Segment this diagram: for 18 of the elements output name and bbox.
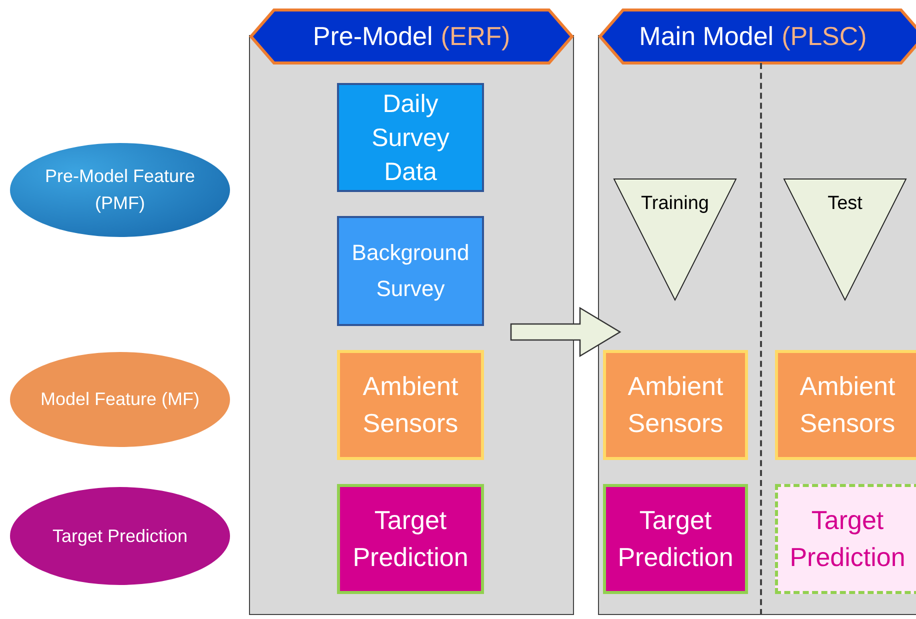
triangle-label: Test xyxy=(828,192,862,216)
target-box: Target Prediction xyxy=(603,484,748,594)
feature-ellipse: Target Prediction xyxy=(10,487,230,585)
sensor-box: Ambient Sensors xyxy=(603,350,748,460)
block-arrow xyxy=(510,306,622,358)
panel-title: Main Model xyxy=(639,20,774,53)
panel-title: (ERF) xyxy=(440,20,510,53)
sensor-box: Ambient Sensors xyxy=(775,350,916,460)
panel-title: Pre-Model xyxy=(312,20,433,53)
predicted-target-box: Target Prediction xyxy=(775,484,916,594)
feature-ellipse: Pre-Model Feature (PMF) xyxy=(10,143,230,237)
panel-title: (PLSC) xyxy=(782,20,867,53)
feature-ellipse: Model Feature (MF) xyxy=(10,352,230,447)
data-box: Daily Survey Data xyxy=(337,83,484,192)
triangle-label: Training xyxy=(641,192,709,216)
sensor-box: Ambient Sensors xyxy=(337,350,484,460)
target-box: Target Prediction xyxy=(337,484,484,594)
data-box: Background Survey xyxy=(337,216,484,326)
